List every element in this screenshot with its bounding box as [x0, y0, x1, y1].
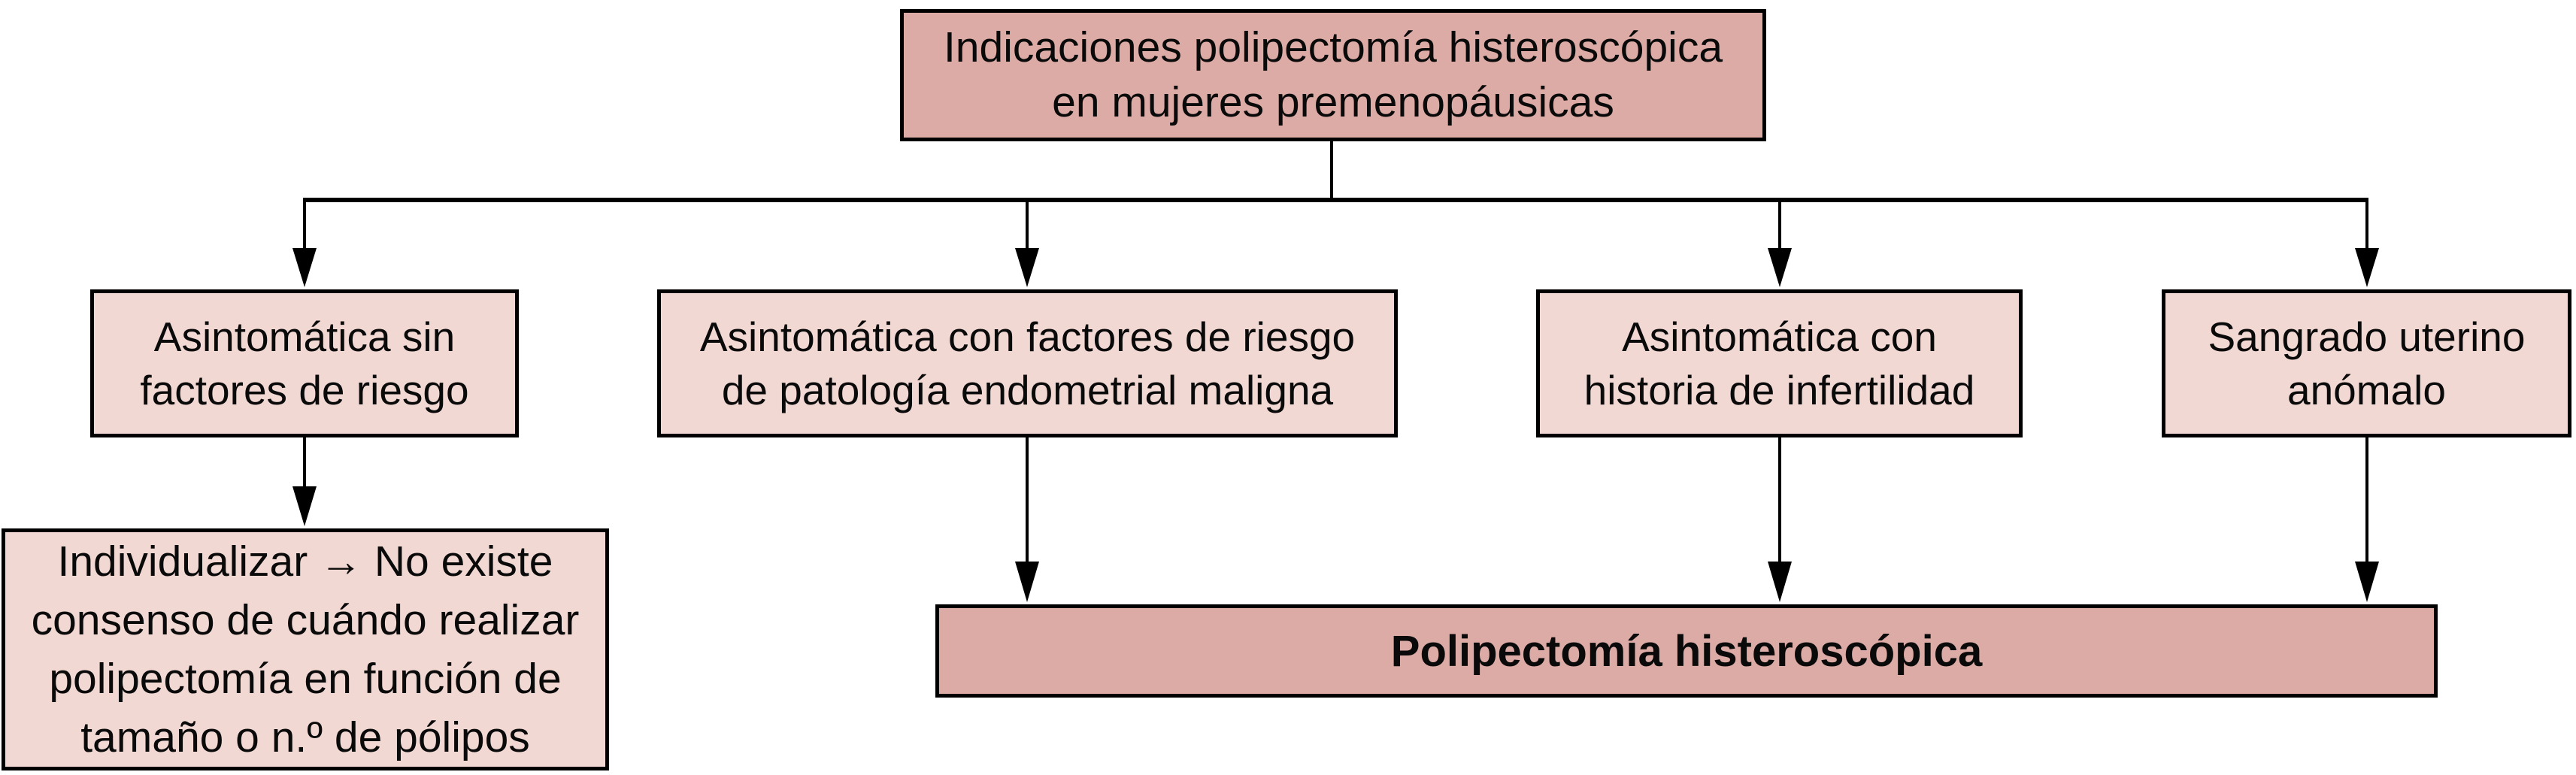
node-label: Polipectomía histeroscópica [1390, 626, 1983, 676]
node-asymptomatic-infertility-history: Asintomática con historia de infertilida… [1536, 289, 2023, 437]
node-root-indications: Indicaciones polipectomía histeroscópica… [900, 9, 1766, 141]
node-label: Individualizar → No existe consenso de c… [31, 537, 580, 762]
arrow-down-icon [292, 248, 317, 287]
node-label: Asintomática con factores de riesgo de p… [699, 313, 1356, 413]
node-asymptomatic-no-risk-factors: Asintomática sin factores de riesgo [90, 289, 519, 437]
node-individualize-note: Individualizar → No existe consenso de c… [2, 528, 609, 770]
node-abnormal-uterine-bleeding: Sangrado uterino anómalo [2162, 289, 2571, 437]
node-label: Sangrado uterino anómalo [2208, 313, 2526, 413]
arrow-down-icon [2355, 248, 2379, 287]
arrow-down-icon [1768, 248, 1792, 287]
node-label: Asintomática con historia de infertilida… [1583, 313, 1975, 413]
node-label: Indicaciones polipectomía histeroscópica… [943, 23, 1723, 126]
node-label: Asintomática sin factores de riesgo [140, 313, 469, 413]
arrow-down-icon [1015, 562, 1039, 602]
arrow-down-icon [1768, 562, 1792, 602]
node-asymptomatic-with-risk-factors: Asintomática con factores de riesgo de p… [657, 289, 1398, 437]
arrow-down-icon [1015, 248, 1039, 287]
node-outcome-hysteroscopic-polypectomy: Polipectomía histeroscópica [935, 604, 2438, 698]
arrow-down-icon [292, 486, 317, 526]
arrow-down-icon [2355, 562, 2379, 602]
